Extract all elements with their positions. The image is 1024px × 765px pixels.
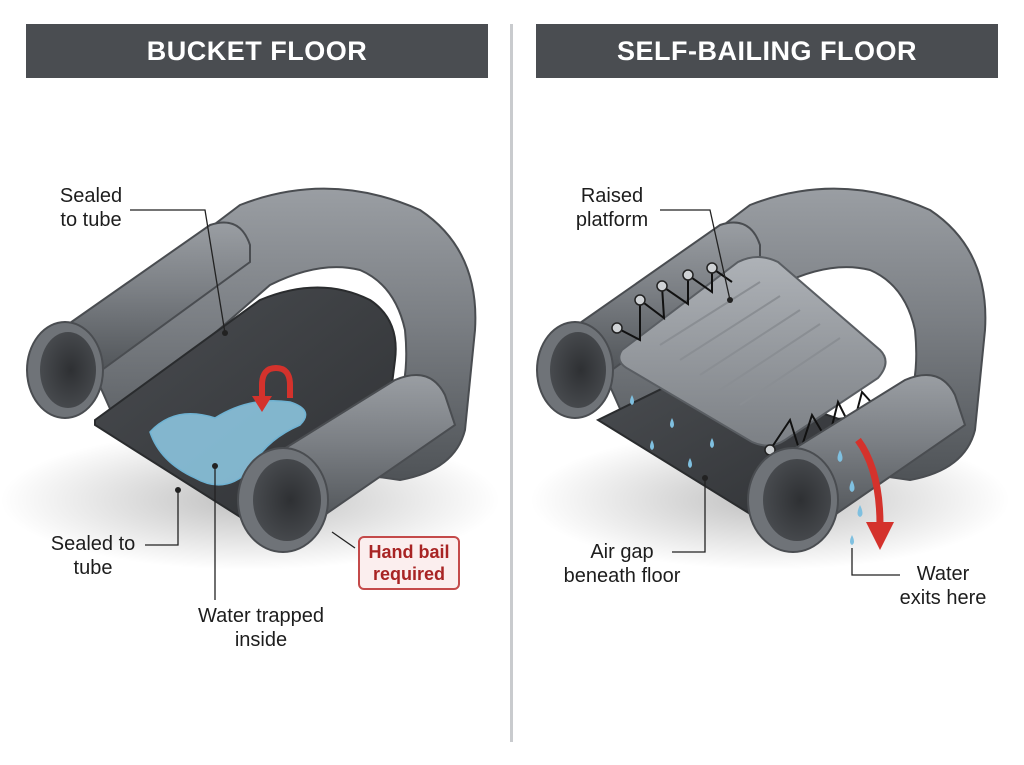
water-droplets: [630, 395, 863, 545]
bucket-left-tube-opening: [40, 332, 96, 408]
self-bailing-front-tube-opening: [763, 459, 831, 541]
label-sealed-bottom: Sealed to tube: [40, 532, 146, 580]
label-water-exits-line1: Water: [916, 563, 970, 585]
leader-raised-platform: [660, 209, 731, 301]
label-sealed-bottom-line1: Sealed to: [50, 533, 136, 555]
dot-sealed-top: [222, 330, 228, 336]
dot-air-gap: [702, 475, 708, 481]
label-sealed-top-line2: to tube: [60, 209, 122, 231]
label-raised-platform-line1: Raised: [580, 185, 644, 207]
self-bailing-leader-lines: [660, 209, 900, 576]
label-water-exits-line2: exits here: [899, 587, 987, 609]
label-sealed-bottom-line2: tube: [73, 557, 113, 579]
label-sealed-top-line1: Sealed: [59, 185, 123, 207]
self-bailing-left-tube-opening: [550, 332, 606, 408]
self-bailing-boat: [530, 187, 1010, 570]
leader-air-gap: [672, 480, 706, 553]
bucket-boat: [0, 187, 500, 570]
trapped-water: [149, 399, 307, 486]
label-air-gap-line2: beneath floor: [563, 565, 681, 587]
bucket-front-tube-opening: [253, 459, 321, 541]
platform-ribs: [659, 281, 841, 406]
water-exit-arrow-head: [866, 522, 894, 550]
raised-platform: [618, 256, 887, 447]
bucket-floor-header: BUCKET FLOOR: [26, 24, 488, 78]
dot-water: [212, 463, 218, 469]
label-water-trapped: Water trapped inside: [186, 604, 336, 652]
dot-sealed-bottom: [175, 487, 181, 493]
label-water-trapped-line1: Water trapped: [198, 605, 324, 627]
label-water-trapped-line2: inside: [234, 629, 288, 651]
callout-line2: required: [372, 564, 445, 584]
trapped-water-arrow: [259, 364, 293, 398]
label-air-gap: Air gap beneath floor: [548, 540, 696, 588]
hand-bail-callout: Hand bail required: [358, 536, 460, 590]
leader-water-exits: [851, 548, 900, 576]
label-raised-platform: Raised platform: [564, 184, 660, 232]
trapped-water-arrow-head: [252, 396, 272, 412]
label-sealed-top: Sealed to tube: [48, 184, 134, 232]
leader-sealed-top: [130, 209, 226, 334]
bucket-left-tube: [58, 221, 251, 377]
leader-hand-bail: [331, 531, 356, 549]
bucket-leader-lines: [130, 209, 356, 600]
panel-divider: [510, 24, 513, 742]
self-bailing-floor-header: SELF-BAILING FLOOR: [536, 24, 998, 78]
label-raised-platform-line2: platform: [575, 209, 649, 231]
callout-line1: Hand bail: [368, 542, 450, 562]
label-air-gap-line1: Air gap: [590, 541, 654, 563]
label-water-exits: Water exits here: [888, 562, 998, 610]
leader-sealed-bottom: [145, 490, 179, 546]
dot-raised-platform: [727, 297, 733, 303]
water-exit-arrow: [855, 437, 884, 526]
